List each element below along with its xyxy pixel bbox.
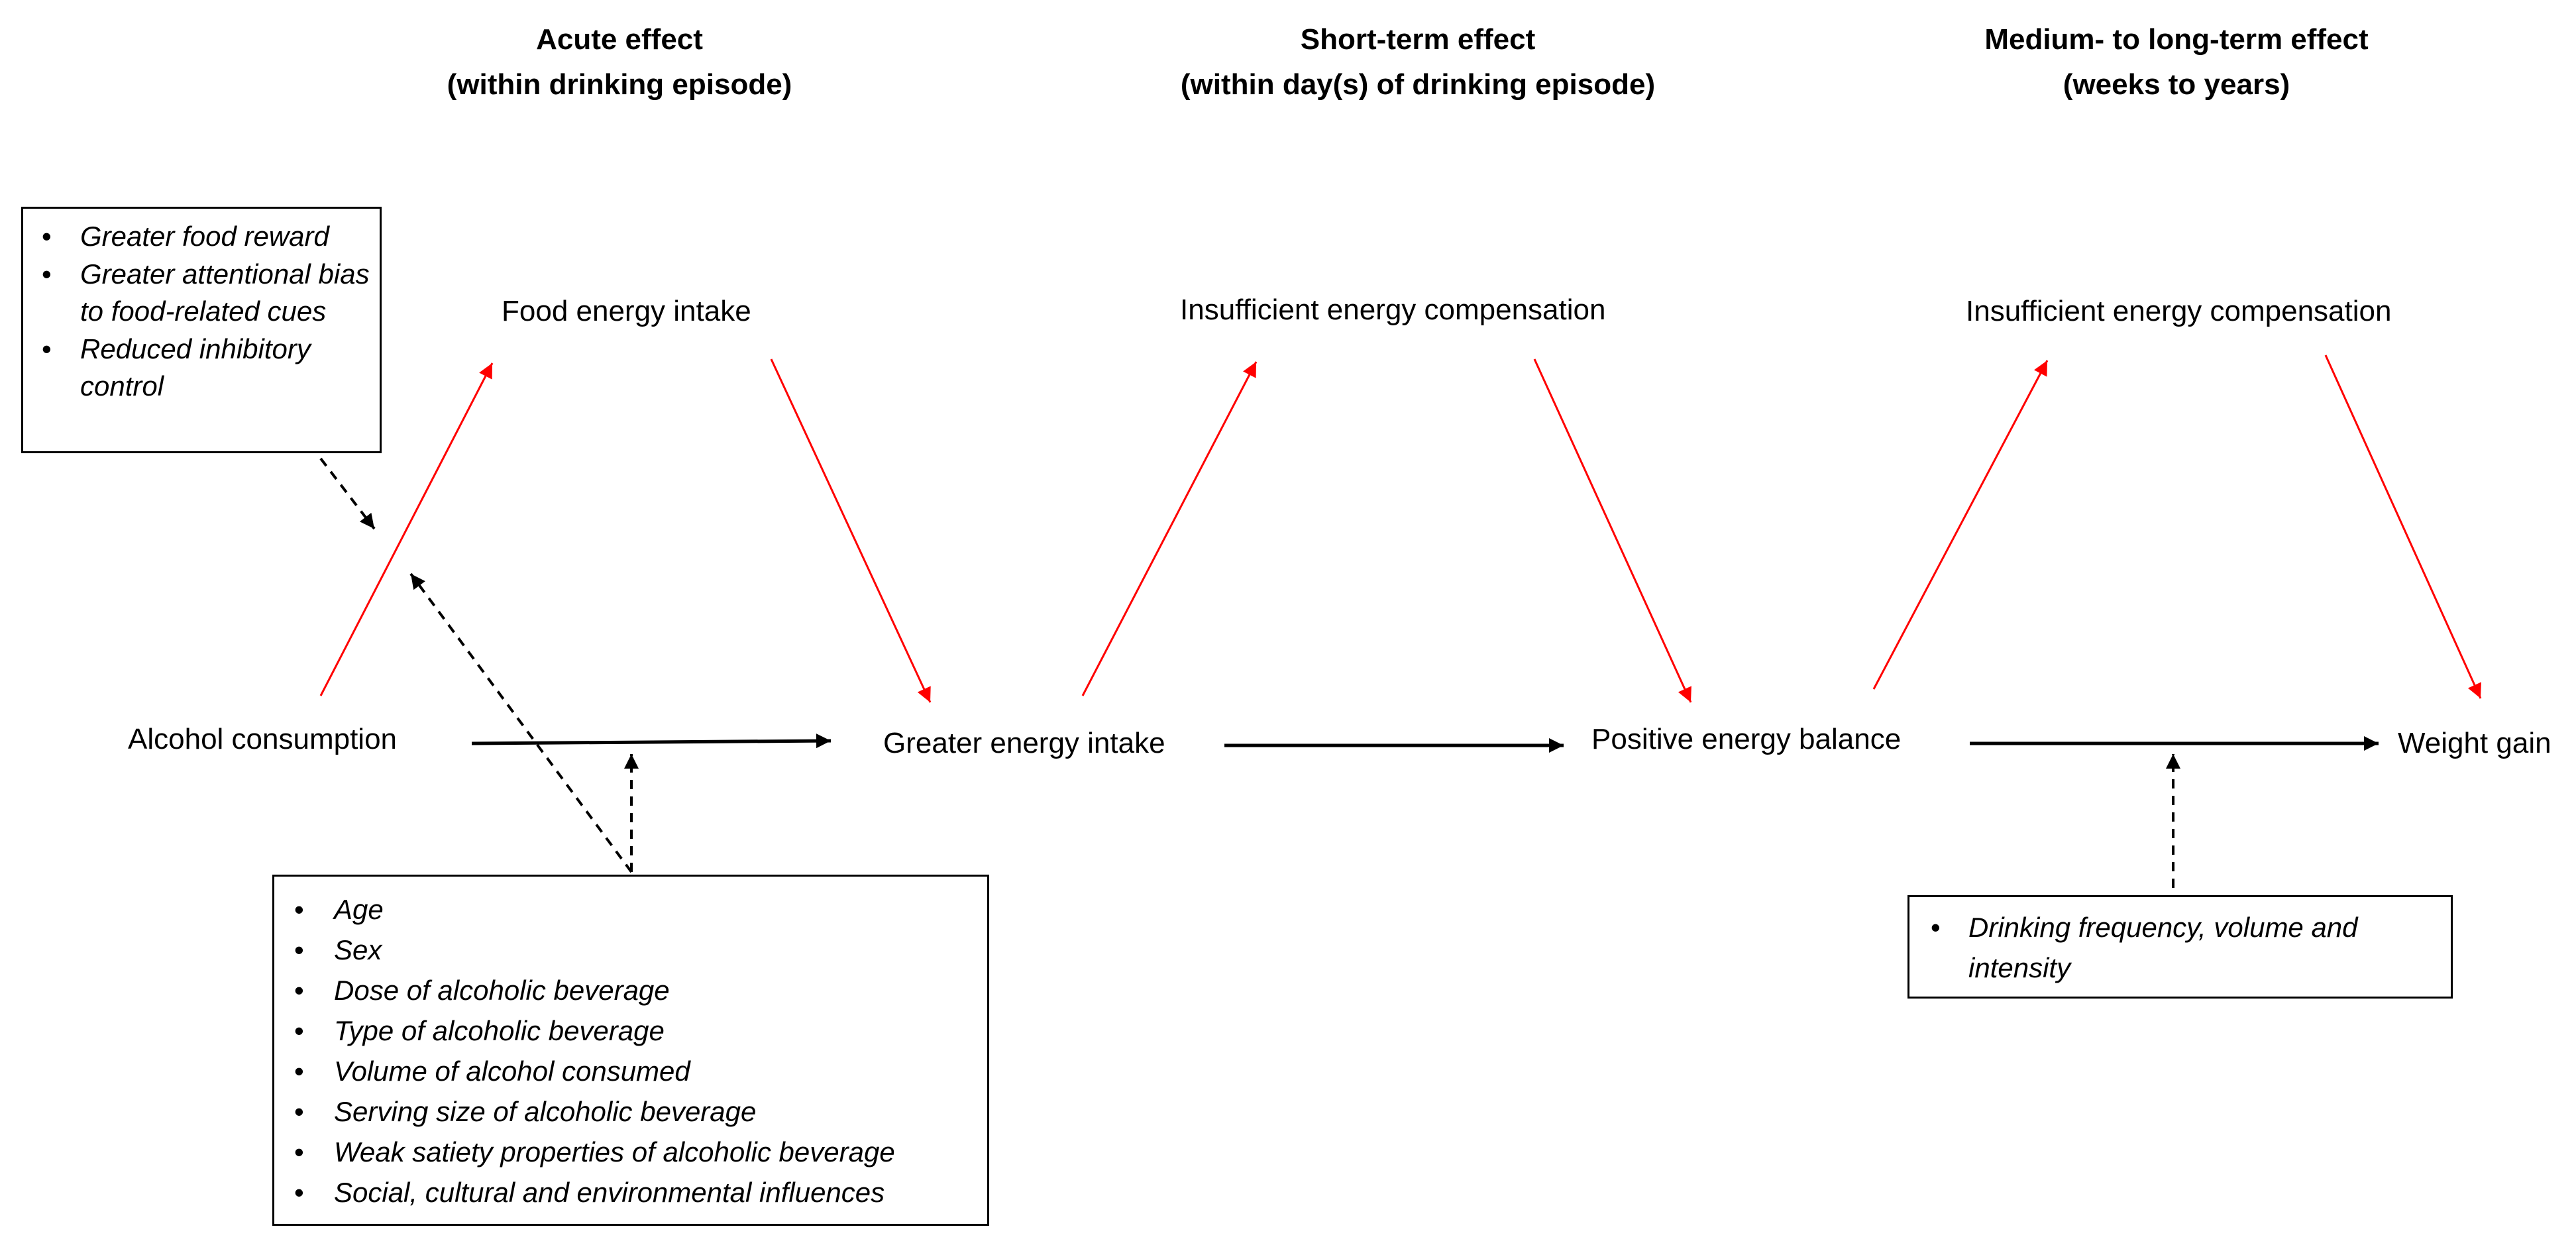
psychological-factor-item: Reduced inhibitory control (23, 331, 373, 406)
red-arrow-compensation-to-positive-balance (1533, 358, 1692, 703)
moderating-factor-item: Type of alcoholic beverage (274, 1010, 987, 1051)
node-weight-gain: Weight gain (2398, 727, 2551, 759)
moderating-factor-item: Volume of alcohol consumed (274, 1051, 987, 1091)
header-medium-line2: (weeks to years) (2063, 68, 2290, 101)
node-alcohol-consumption: Alcohol consumption (128, 723, 398, 755)
red-arrow-food-intake-to-greater-intake (770, 358, 932, 703)
moderating-factors-box: Age Sex Dose of alcoholic beverage Type … (272, 875, 989, 1226)
node-food-energy-intake: Food energy intake (502, 295, 751, 327)
psychological-factor-item: Greater food reward (23, 218, 373, 256)
dashed-arrow-moderators-to-food-path (409, 572, 633, 873)
header-acute-line1: Acute effect (536, 23, 703, 56)
header-short-term-effect: Short-term effect (within day(s) of drin… (1126, 17, 1709, 107)
red-arrow-greater-intake-to-compensation (1081, 361, 1258, 696)
red-arrow-compensation-to-weight-gain (2324, 354, 2482, 699)
header-medium-line1: Medium- to long-term effect (1984, 23, 2369, 56)
drinking-pattern-item: Drinking frequency, volume and intensity (1909, 907, 2451, 988)
node-insufficient-energy-compensation-long: Insufficient energy compensation (1966, 295, 2392, 327)
node-positive-energy-balance: Positive energy balance (1591, 723, 1902, 755)
node-insufficient-energy-compensation-short: Insufficient energy compensation (1180, 294, 1606, 326)
header-acute-line2: (within drinking episode) (447, 68, 792, 101)
psychological-factors-box: Greater food reward Greater attentional … (21, 207, 382, 453)
drinking-pattern-box: Drinking frequency, volume and intensity (1907, 895, 2453, 999)
red-arrow-alcohol-to-food-intake (319, 362, 494, 696)
arrow-alcohol-to-greater-energy-intake (471, 733, 832, 749)
moderating-factor-item: Social, cultural and environmental influ… (274, 1172, 987, 1213)
red-arrow-positive-balance-to-compensation (1872, 360, 2049, 690)
header-short-line1: Short-term effect (1300, 23, 1536, 56)
dashed-arrow-psych-box-to-food-path (319, 457, 376, 530)
psychological-factor-item: Greater attentional bias to food-related… (23, 256, 373, 331)
node-greater-energy-intake: Greater energy intake (883, 727, 1165, 759)
header-short-line2: (within day(s) of drinking episode) (1180, 68, 1656, 101)
moderating-factor-item: Dose of alcoholic beverage (274, 970, 987, 1010)
header-medium-long-term-effect: Medium- to long-term effect (weeks to ye… (1921, 17, 2432, 107)
moderating-factor-item: Serving size of alcoholic beverage (274, 1091, 987, 1132)
moderating-factor-item: Age (274, 889, 987, 930)
header-acute-effect: Acute effect (within drinking episode) (421, 17, 818, 107)
moderating-factor-item: Sex (274, 930, 987, 970)
moderating-factor-item: Weak satiety properties of alcoholic bev… (274, 1132, 987, 1172)
